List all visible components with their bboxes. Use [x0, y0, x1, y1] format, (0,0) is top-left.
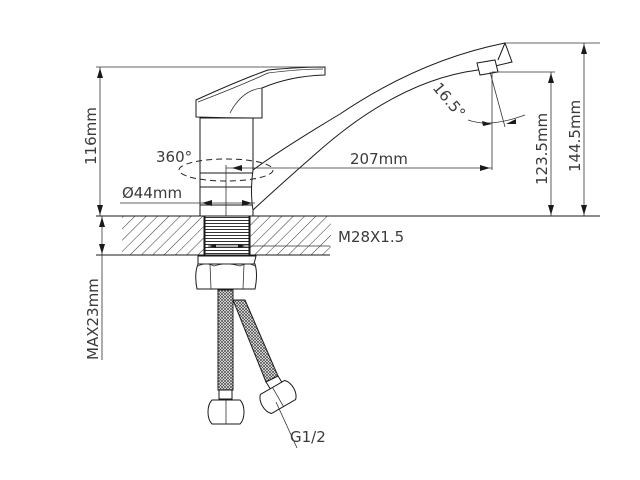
- faucet-body: [199, 117, 254, 217]
- thread-label: M28X1.5: [338, 228, 404, 246]
- countertop-section: [96, 215, 600, 256]
- rotation-label: 360°: [156, 148, 192, 166]
- height-116-dimension: 116mm: [82, 66, 325, 216]
- reach-label: 207mm: [350, 150, 408, 168]
- diameter-dimension: Ø44mm: [120, 184, 255, 206]
- outlet-height-dimension: 123.5mm: [492, 71, 555, 216]
- faucet-lever: [195, 66, 326, 119]
- angle-dimension: 16.5°: [429, 71, 526, 128]
- height-116-label: 116mm: [82, 107, 100, 165]
- mounting-nut: [195, 255, 257, 290]
- total-height-label: 144.5mm: [566, 100, 584, 172]
- max-thickness-label: MAX23mm: [84, 278, 102, 360]
- total-height-dimension: 144.5mm: [505, 42, 600, 216]
- diameter-label: Ø44mm: [122, 184, 182, 202]
- outlet-height-label: 123.5mm: [533, 113, 551, 185]
- rotation-indicator: 360°: [156, 148, 274, 182]
- angle-label: 16.5°: [429, 79, 469, 122]
- hose-nuts: [207, 379, 298, 449]
- max-thickness-dimension: MAX23mm: [84, 216, 105, 360]
- supply-hoses: [217, 289, 284, 400]
- hose-connection-label: G1/2: [290, 428, 326, 446]
- threaded-shank: [203, 215, 330, 256]
- reach-dimension: 207mm: [226, 72, 493, 171]
